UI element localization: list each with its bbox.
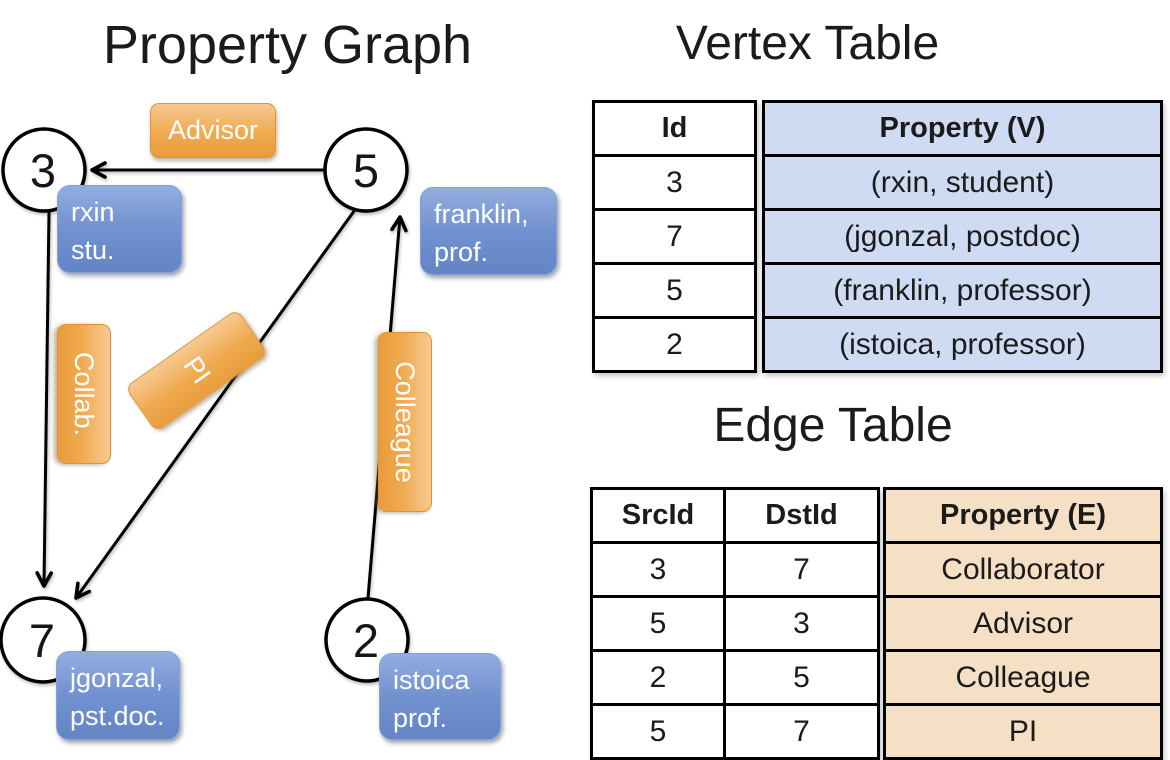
- edge-property-cell: Colleague: [883, 649, 1163, 706]
- vertex-id-cell: 2: [592, 316, 757, 373]
- edge-dst-cell: 5: [723, 649, 880, 706]
- edge-label-collab: Collab.: [57, 324, 111, 464]
- edge-arrow-5-7: [74, 199, 364, 600]
- table-row: 5 7: [590, 703, 880, 760]
- vertex-property-line: jgonzal,: [70, 663, 164, 693]
- vertex-property-cell: (rxin, student): [762, 154, 1163, 211]
- vertex-property-cell: (istoica, professor): [762, 316, 1163, 373]
- vertex-col-id-header: Id: [592, 100, 757, 157]
- table-header-row: Property (V): [762, 100, 1163, 157]
- vertex-id-cell: 7: [592, 208, 757, 265]
- edge-arrow-3-7: [35, 211, 53, 588]
- edge-table-id-columns: SrcId DstId 3 7 5 3 2 5 5 7: [590, 487, 880, 760]
- vertex-property-line: rxin: [71, 197, 115, 227]
- table-row: (jgonzal, postdoc): [762, 208, 1163, 265]
- table-row: 2 5: [590, 649, 880, 706]
- vertex-property-line: prof.: [393, 703, 448, 734]
- vertex-property-cell: (franklin, professor): [762, 262, 1163, 319]
- vertex-property-box-3: rxin stu.: [57, 185, 182, 273]
- vertex-property-line: prof.: [434, 237, 489, 268]
- vertex-property-box-5: franklin, prof.: [420, 187, 557, 275]
- vertex-id-cell: 5: [592, 262, 757, 319]
- edge-col-src-header: SrcId: [590, 487, 726, 544]
- edge-table-property-column: Property (E) Collaborator Advisor Collea…: [883, 487, 1163, 760]
- vertex-table-property-column: Property (V) (rxin, student) (jgonzal, p…: [762, 100, 1163, 373]
- edge-col-dst-header: DstId: [723, 487, 880, 544]
- vertex-id-3: 3: [30, 144, 56, 197]
- vertex-property-line: franklin,: [434, 199, 529, 229]
- property-graph-title: Property Graph: [102, 15, 473, 75]
- edge-property-cell: PI: [883, 703, 1163, 760]
- table-row: Collaborator: [883, 541, 1163, 598]
- vertex-table-id-column: Id 3 7 5 2: [592, 100, 757, 373]
- table-row: 5 3: [590, 595, 880, 652]
- table-row: 2: [592, 316, 757, 373]
- vertex-table-title: Vertex Table: [675, 17, 940, 70]
- edge-property-cell: Advisor: [883, 595, 1163, 652]
- vertex-ids: 3 5 7 2: [29, 144, 379, 667]
- vertex-property-box-7: jgonzal, pst.doc.: [56, 651, 180, 740]
- edge-dst-cell: 7: [723, 703, 880, 760]
- table-row: (franklin, professor): [762, 262, 1163, 319]
- vertex-id-cell: 3: [592, 154, 757, 211]
- table-row: (istoica, professor): [762, 316, 1163, 373]
- table-row: Colleague: [883, 649, 1163, 706]
- table-row: (rxin, student): [762, 154, 1163, 211]
- vertex-property-line: istoica: [393, 665, 470, 695]
- edge-src-cell: 2: [590, 649, 726, 706]
- edge-label-advisor: Advisor: [150, 103, 276, 158]
- table-header-row: Property (E): [883, 487, 1163, 544]
- table-header-row: Id: [592, 100, 757, 157]
- vertex-id-5: 5: [353, 144, 379, 197]
- table-header-row: SrcId DstId: [590, 487, 880, 544]
- edge-property-cell: Collaborator: [883, 541, 1163, 598]
- edge-src-cell: 5: [590, 595, 726, 652]
- edge-table-title: Edge Table: [713, 399, 953, 452]
- table-row: Advisor: [883, 595, 1163, 652]
- table-row: 5: [592, 262, 757, 319]
- table-row: 3: [592, 154, 757, 211]
- table-row: 7: [592, 208, 757, 265]
- edge-col-property-header: Property (E): [883, 487, 1163, 544]
- vertex-property-box-2: istoica prof.: [379, 653, 501, 740]
- vertex-col-property-header: Property (V): [762, 100, 1163, 157]
- edge-label-colleague: Colleague: [378, 332, 432, 512]
- vertex-property-cell: (jgonzal, postdoc): [762, 208, 1163, 265]
- vertex-id-7: 7: [29, 614, 55, 667]
- edge-dst-cell: 3: [723, 595, 880, 652]
- vertex-circle-5: [323, 127, 409, 213]
- table-row: PI: [883, 703, 1163, 760]
- table-row: 3 7: [590, 541, 880, 598]
- edge-src-cell: 5: [590, 703, 726, 760]
- vertex-property-line: pst.doc.: [70, 701, 165, 732]
- edge-dst-cell: 7: [723, 541, 880, 598]
- edge-label-pi-text: PI: [177, 351, 217, 390]
- edge-src-cell: 3: [590, 541, 726, 598]
- vertex-property-line: stu.: [71, 235, 115, 266]
- vertex-id-2: 2: [353, 614, 379, 667]
